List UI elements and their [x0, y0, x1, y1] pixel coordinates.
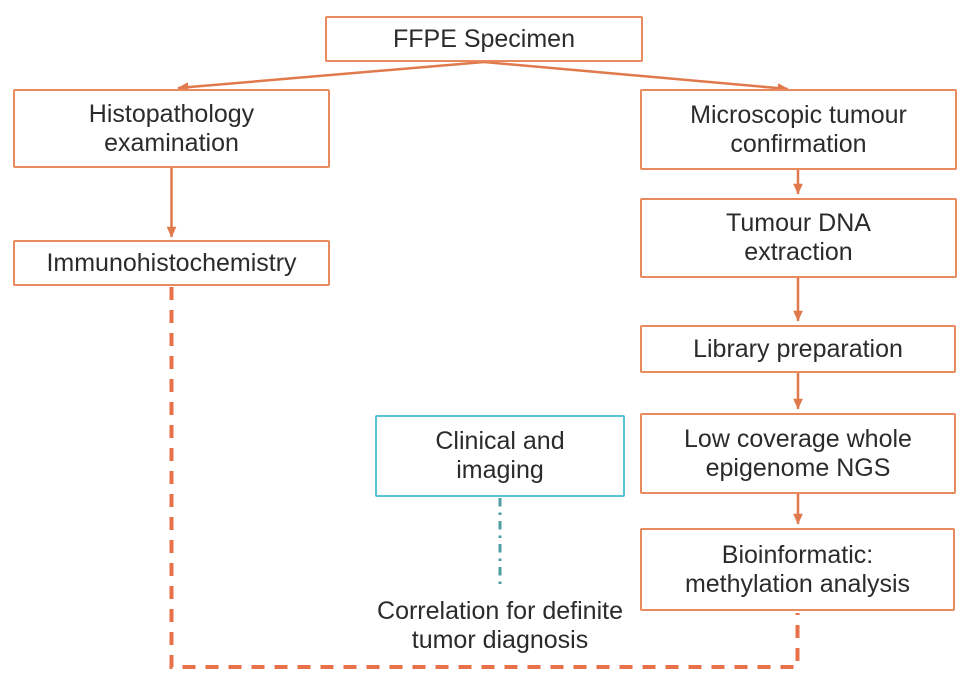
- node-ffpe-specimen: FFPE Specimen: [325, 16, 643, 62]
- node-clinical-and-imaging: Clinical and imaging: [375, 415, 625, 497]
- node-immunohistochemistry: Immunohistochemistry: [13, 240, 330, 286]
- node-label: Immunohistochemistry: [46, 248, 297, 277]
- node-label: Library preparation: [693, 334, 903, 363]
- node-microscopic-tumour-confirmation: Microscopic tumour confirmation: [640, 89, 957, 170]
- node-bioinformatic-methylation-analysis: Bioinformatic: methylation analysis: [640, 528, 955, 611]
- correlation-annotation: Correlation for definite tumor diagnosis: [377, 597, 623, 654]
- node-label: Histopathology examination: [88, 99, 255, 157]
- node-label: Microscopic tumour confirmation: [690, 100, 907, 158]
- node-low-coverage-whole-epigenome-ngs: Low coverage whole epigenome NGS: [640, 413, 956, 494]
- node-label: Low coverage whole epigenome NGS: [684, 424, 912, 482]
- edge-ffpe-to-microscopic: [483, 60, 789, 93]
- node-histopathology-examination: Histopathology examination: [13, 89, 330, 168]
- edge-ffpe-to-histopathology: [177, 60, 485, 92]
- node-label: Bioinformatic: methylation analysis: [684, 540, 911, 598]
- node-library-preparation: Library preparation: [640, 325, 956, 373]
- node-label: FFPE Specimen: [392, 24, 575, 53]
- edge-dashed-correlation-loop: [169, 287, 800, 669]
- node-label: Tumour DNA extraction: [726, 209, 871, 266]
- node-label: Clinical and imaging: [435, 427, 565, 484]
- node-tumour-dna-extraction: Tumour DNA extraction: [640, 198, 957, 278]
